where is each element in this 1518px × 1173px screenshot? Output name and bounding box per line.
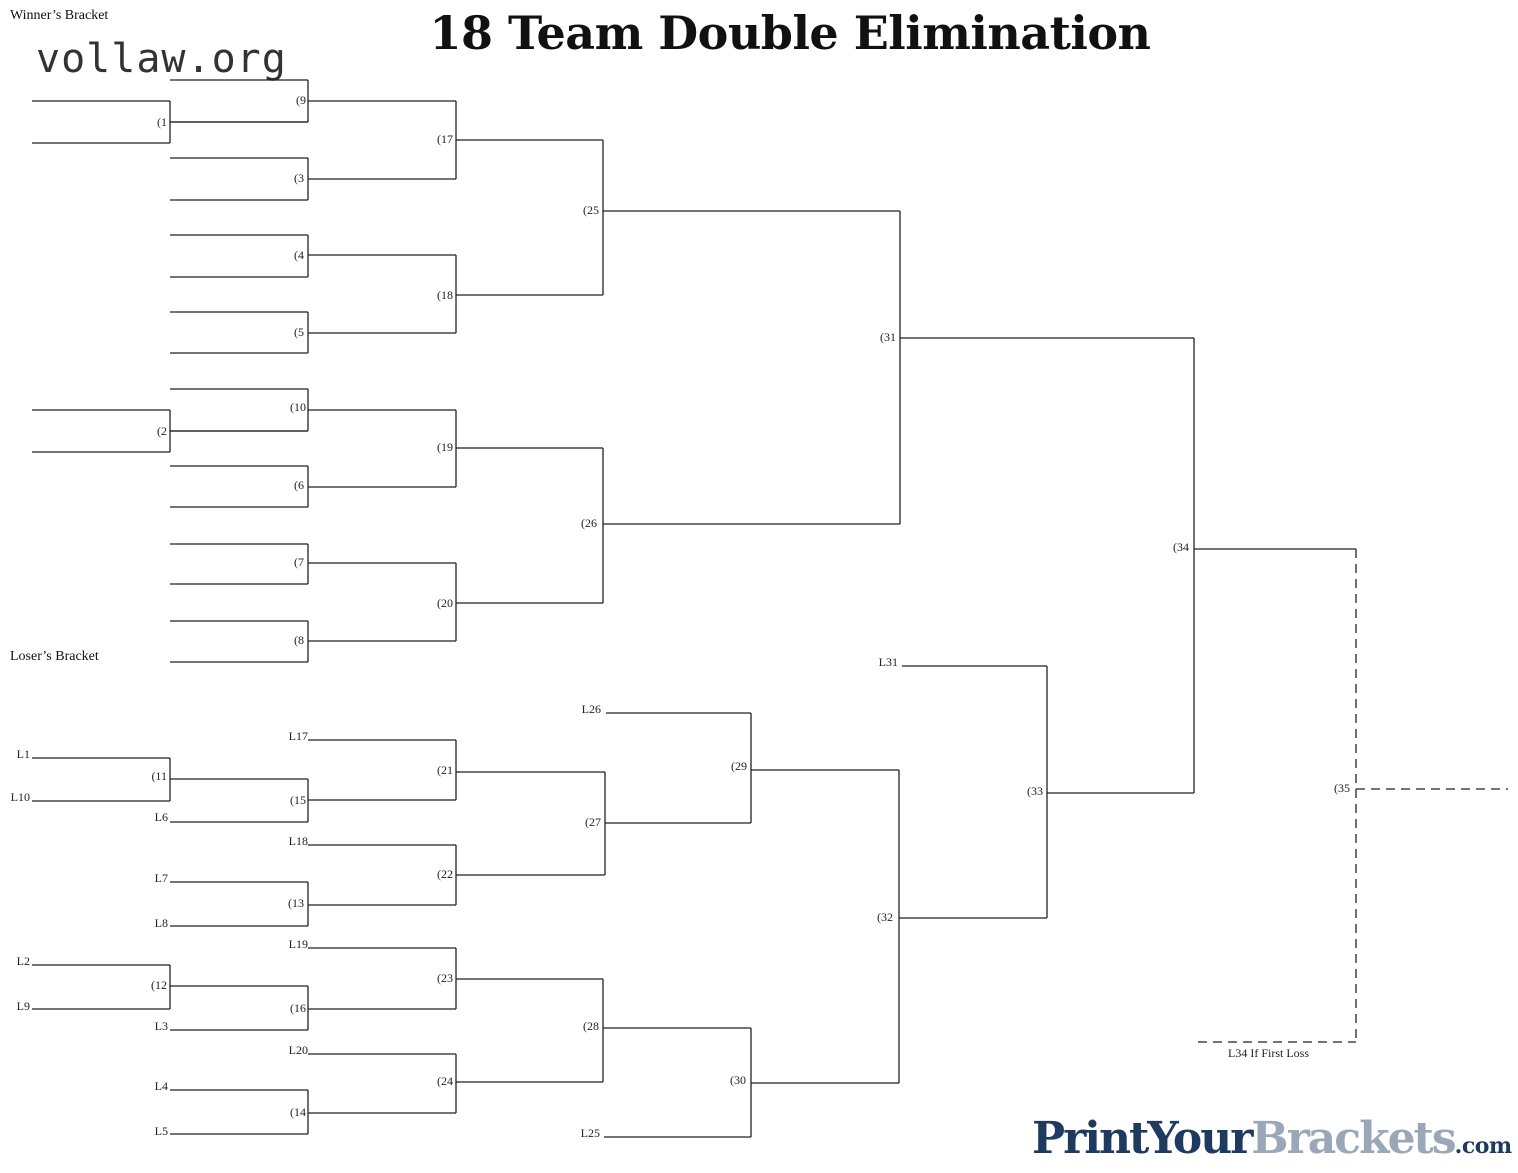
game-28-label: (28: [583, 1019, 599, 1033]
slot-L26-label: L26: [582, 702, 601, 716]
game-16-label: (16: [290, 1001, 306, 1015]
if-first-loss-note: L34 If First Loss: [1228, 1046, 1309, 1060]
game-20-label: (20: [437, 596, 453, 610]
slot-L25-label: L25: [581, 1126, 600, 1140]
game-13-label: (13: [288, 896, 304, 910]
brand-part-2: Brackets: [1251, 1113, 1456, 1164]
game-25-label: (25: [583, 203, 599, 217]
slot-L4-label: L4: [155, 1079, 168, 1093]
game-29-label: (29: [731, 759, 747, 773]
slot-L31-label: L31: [879, 655, 898, 669]
game-22-label: (22: [437, 867, 453, 881]
game-33-label: (33: [1027, 784, 1043, 798]
game-31-label: (31: [880, 330, 896, 344]
slot-L17-label: L17: [289, 729, 308, 743]
game-30-label: (30: [730, 1073, 746, 1087]
game-5-label: (5: [294, 325, 304, 339]
game-18-label: (18: [437, 288, 453, 302]
game-34-label: (34: [1173, 540, 1189, 554]
game-11-label: (11: [151, 769, 167, 783]
slot-L8-label: L8: [155, 916, 168, 930]
slot-L1-label: L1: [17, 747, 30, 761]
winners-bracket-label: Winner’s Bracket: [10, 8, 109, 23]
slot-L19-label: L19: [289, 937, 308, 951]
game-7-label: (7: [294, 555, 304, 569]
game-4-label: (4: [294, 248, 304, 262]
game-3-label: (3: [294, 171, 304, 185]
game-17-label: (17: [437, 132, 453, 146]
game-26-label: (26: [581, 516, 597, 530]
slot-L10-label: L10: [11, 790, 30, 804]
slot-L7-label: L7: [155, 871, 168, 885]
game-8-label: (8: [294, 633, 304, 647]
slot-L6-label: L6: [155, 810, 168, 824]
game-24-label: (24: [437, 1074, 453, 1088]
game-27-label: (27: [585, 815, 601, 829]
game-1-label: (1: [157, 115, 167, 129]
brand-logo: PrintYourBrackets.com: [1032, 1113, 1512, 1164]
game-6-label: (6: [294, 478, 304, 492]
brand-part-3: .com: [1454, 1133, 1513, 1159]
slot-L18-label: L18: [289, 834, 308, 848]
slot-L3-label: L3: [155, 1019, 168, 1033]
slot-L5-label: L5: [155, 1124, 168, 1138]
game-10-label: (10: [290, 400, 306, 414]
game-35-label: (35: [1334, 781, 1350, 795]
game-9-label: (9: [296, 93, 306, 107]
game-15-label: (15: [290, 793, 306, 807]
slot-L2-label: L2: [17, 954, 30, 968]
game-12-label: (12: [151, 978, 167, 992]
game-23-label: (23: [437, 971, 453, 985]
brand-part-1: PrintYour: [1032, 1113, 1253, 1164]
game-2-label: (2: [157, 424, 167, 438]
game-19-label: (19: [437, 440, 453, 454]
page-title: 18 Team Double Elimination: [429, 6, 1151, 60]
slot-L20-label: L20: [289, 1043, 308, 1057]
watermark: vollaw.org: [36, 36, 287, 82]
game-14-label: (14: [290, 1105, 306, 1119]
game-21-label: (21: [437, 763, 453, 777]
losers-bracket-label: Loser’s Bracket: [10, 649, 99, 664]
slot-L9-label: L9: [17, 999, 30, 1013]
game-32-label: (32: [877, 910, 893, 924]
